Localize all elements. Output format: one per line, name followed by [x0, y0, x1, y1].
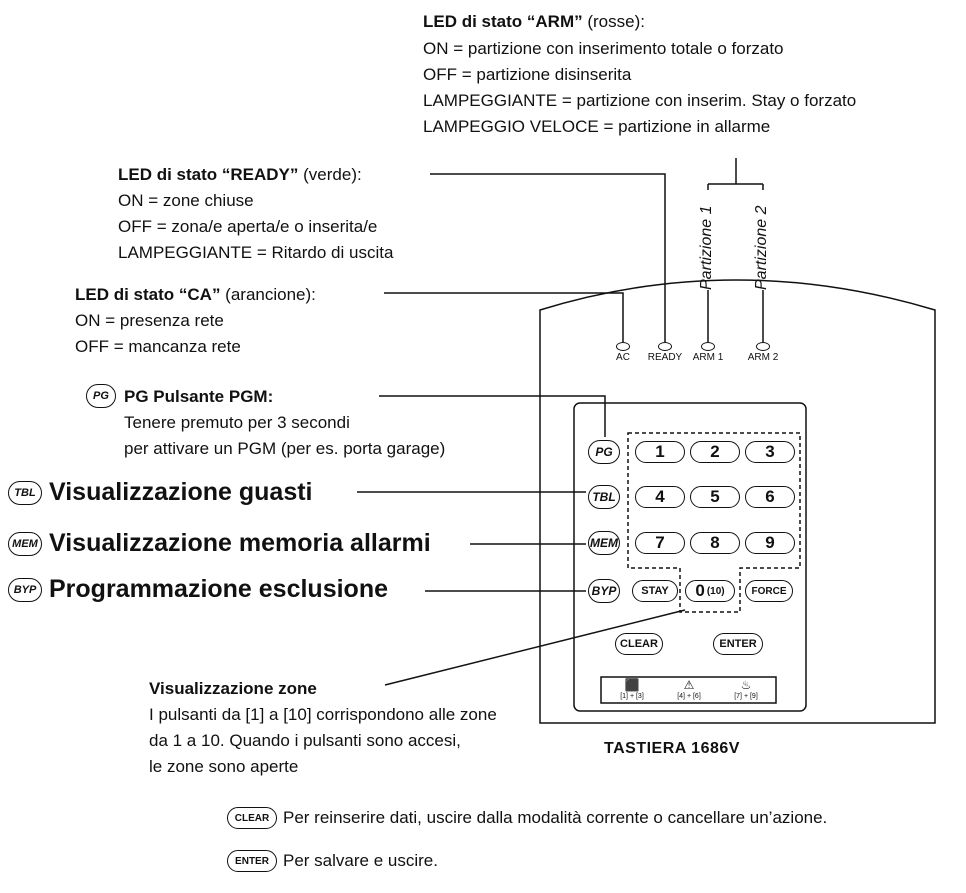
legend-enter-text: Per salvare e uscire. — [283, 851, 438, 870]
mem-key-icon: MEM — [8, 532, 42, 556]
partition-label-2: Partizione 2 — [753, 205, 770, 291]
function-label-mem: Visualizzazione memoria allarmi — [49, 529, 431, 557]
keypad-force-key[interactable]: FORCE — [745, 580, 793, 602]
keypad-inner-panel — [573, 402, 807, 712]
led-label-arm2: ARM 2 — [747, 352, 779, 363]
zones-line: le zone sono aperte — [149, 757, 299, 776]
ready-led-title: LED di stato “READY” (verde): — [118, 165, 362, 184]
keypad-tbl-key[interactable]: TBL — [588, 485, 620, 509]
digit-group-outline — [627, 432, 801, 613]
keypad-digit-5[interactable]: 5 — [690, 486, 740, 508]
led-ready — [658, 342, 672, 351]
keypad-byp-key[interactable]: BYP — [588, 579, 620, 603]
zones-leader — [384, 609, 686, 686]
led-arm1 — [701, 342, 715, 351]
pg-key-icon: PG — [86, 384, 116, 408]
arm-led-line: ON = partizione con inserimento totale o… — [423, 39, 784, 58]
ca-led-line: ON = presenza rete — [75, 311, 224, 330]
arm-led-line: LAMPEGGIANTE = partizione con inserim. S… — [423, 91, 857, 110]
pgm-line: per attivare un PGM (per es. porta garag… — [124, 439, 446, 458]
keypad-digit-8[interactable]: 8 — [690, 532, 740, 554]
led-label-ready: READY — [647, 352, 683, 363]
ready-led-line: LAMPEGGIANTE = Ritardo di uscita — [118, 243, 394, 262]
zones-title: Visualizzazione zone — [149, 679, 317, 698]
ca-leader — [384, 292, 624, 342]
keypad-digit-4[interactable]: 4 — [635, 486, 685, 508]
led-label-arm1: ARM 1 — [692, 352, 724, 363]
function-label-byp: Programmazione esclusione — [49, 575, 389, 603]
keypad-clear-key[interactable]: CLEAR — [615, 633, 663, 655]
keypad-digit-2[interactable]: 2 — [690, 441, 740, 463]
zero-key-digit: 0 — [695, 581, 705, 600]
keypad-model: TASTIERA 1686V — [604, 740, 740, 757]
keypad-pg-key[interactable]: PG — [588, 440, 620, 464]
alarm-icons-box — [600, 676, 777, 704]
keypad-enter-key[interactable]: ENTER — [713, 633, 763, 655]
ready-led-line: OFF = zona/e aperta/e o inserita/e — [118, 217, 378, 236]
pgm-line: Tenere premuto per 3 secondi — [124, 413, 350, 432]
tbl-key-icon: TBL — [8, 481, 42, 505]
partition-label-1: Partizione 1 — [698, 205, 715, 291]
function-label-tbl: Visualizzazione guasti — [49, 478, 313, 506]
panic-keys-label: [4] + [6] — [677, 693, 701, 700]
zones-line: I pulsanti da [1] a [10] corrispondono a… — [149, 705, 497, 724]
pgm-title: PG Pulsante PGM: — [124, 387, 274, 406]
shield-icon: ⬛ — [624, 678, 640, 692]
police-panic: ⬛ [1] + [3] — [612, 678, 652, 702]
warning-icon: ⚠ — [683, 678, 695, 692]
fire-icon: ♨ — [740, 678, 752, 692]
led-label-ac: AC — [616, 352, 630, 363]
keypad-outline — [539, 279, 936, 724]
arm-led-line: OFF = partizione disinserita — [423, 65, 632, 84]
zero-key-sub: (10) — [706, 585, 725, 597]
keypad-mem-key[interactable]: MEM — [588, 531, 620, 555]
pg-leader — [379, 395, 606, 437]
legend-clear-text: Per reinserire dati, uscire dalla modali… — [283, 808, 828, 827]
panic-keys-label: [7] + [9] — [734, 693, 758, 700]
keypad-digit-6[interactable]: 6 — [745, 486, 795, 508]
panic-keys-label: [1] + [3] — [620, 693, 644, 700]
medical-panic: ⚠ [4] + [6] — [669, 678, 709, 702]
keypad-digit-7[interactable]: 7 — [635, 532, 685, 554]
zones-line: da 1 a 10. Quando i pulsanti sono accesi… — [149, 731, 461, 750]
keypad-zero-key[interactable]: 0(10) — [685, 580, 735, 602]
ready-led-line: ON = zone chiuse — [118, 191, 254, 210]
ready-leader — [430, 173, 666, 342]
byp-key-icon: BYP — [8, 578, 42, 602]
led-ac — [616, 342, 630, 351]
arm-led-line: LAMPEGGIO VELOCE = partizione in allarme — [423, 117, 771, 136]
legend-clear-key: CLEAR — [227, 807, 277, 829]
keypad-digit-3[interactable]: 3 — [745, 441, 795, 463]
legend-enter-key: ENTER — [227, 850, 277, 872]
ca-led-line: OFF = mancanza rete — [75, 337, 241, 356]
keypad-digit-1[interactable]: 1 — [635, 441, 685, 463]
led-arm2 — [756, 342, 770, 351]
arm-led-title: LED di stato “ARM” (rosse): — [423, 12, 645, 31]
keypad-digit-9[interactable]: 9 — [745, 532, 795, 554]
fire-panic: ♨ [7] + [9] — [726, 678, 766, 702]
keypad-stay-key[interactable]: STAY — [632, 580, 678, 602]
ca-led-title: LED di stato “CA” (arancione): — [75, 285, 316, 304]
